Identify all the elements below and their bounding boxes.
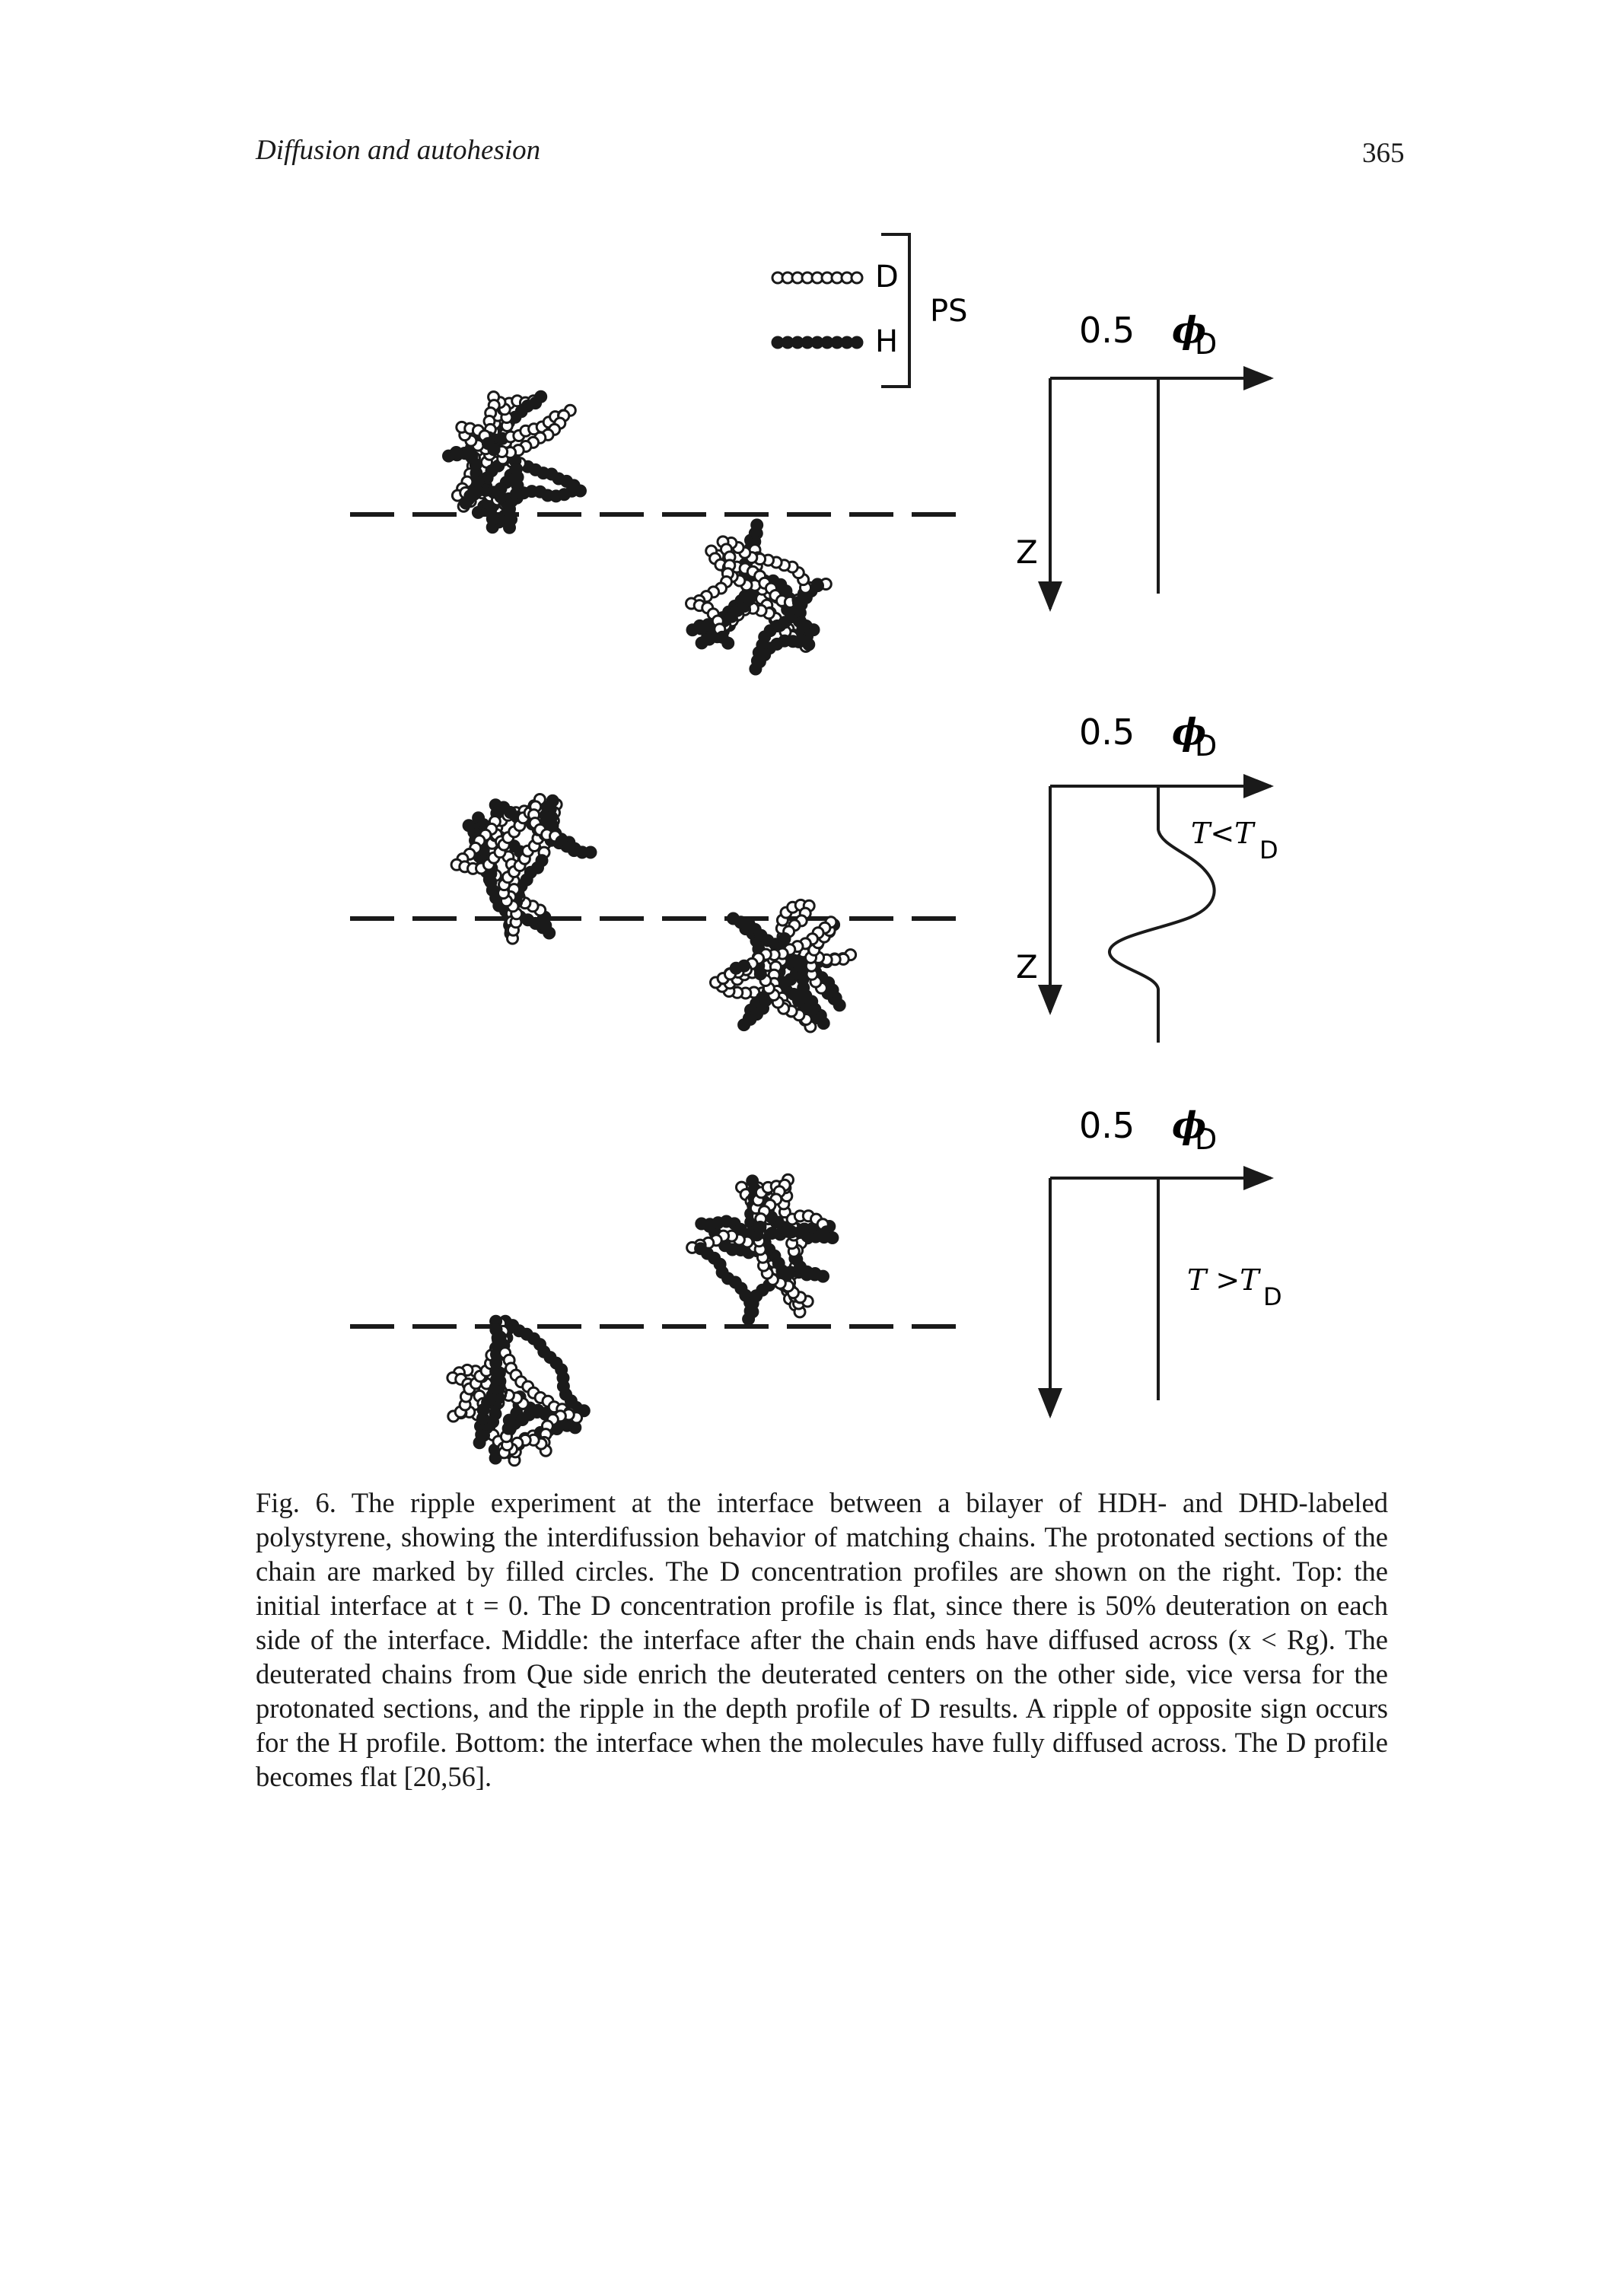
figure: D H PS 0.5 ϕ D Z 0.5 ϕ D Z T<T D 0.5 ϕ D <box>350 233 1282 1467</box>
profile-axis-value: 0.5 <box>1079 712 1135 753</box>
profile-axis-value: 0.5 <box>1079 1105 1135 1146</box>
figure-caption: Fig. 6. The ripple experiment at the int… <box>256 1487 1388 1792</box>
polymer-coil-middle-right <box>709 898 858 1033</box>
temperature-condition-subscript: D <box>1259 836 1278 865</box>
legend-d-chain <box>771 271 864 285</box>
profile-phi-subscript: D <box>1195 327 1217 361</box>
polymer-coil-top-right <box>685 518 833 676</box>
temperature-condition-label: T >T <box>1187 1263 1261 1297</box>
legend-d-label: D <box>875 260 899 295</box>
legend-h-label: H <box>875 324 898 359</box>
legend-bracket <box>881 233 911 388</box>
d-profile-ripple <box>1108 786 1216 1043</box>
profile-phi-symbol: ϕ <box>1172 309 1206 352</box>
running-title: Diffusion and autohesion <box>256 135 541 166</box>
profile-panel-top: 0.5 ϕ D Z <box>1016 309 1274 612</box>
polymer-coil-middle-left <box>450 793 597 945</box>
profile-phi-symbol: ϕ <box>1172 1104 1206 1147</box>
polymer-coil-bottom-left <box>446 1314 591 1467</box>
profile-phi-subscript: D <box>1195 729 1217 763</box>
temperature-condition-label: T<T <box>1191 817 1256 850</box>
polymer-coil-top-left <box>442 390 587 534</box>
polymer-coil-bottom-right <box>686 1173 839 1326</box>
profile-panel-bottom: 0.5 ϕ D T >T D <box>1038 1104 1282 1419</box>
legend-h-chain <box>771 336 864 349</box>
legend-ps-label: PS <box>930 294 968 329</box>
profile-phi-symbol: ϕ <box>1172 711 1206 753</box>
profile-axis-value: 0.5 <box>1079 310 1135 351</box>
temperature-condition-subscript: D <box>1263 1282 1282 1311</box>
profile-phi-subscript: D <box>1195 1123 1217 1156</box>
profile-z-label: Z <box>1016 533 1038 571</box>
profile-panel-middle: 0.5 ϕ D Z T<T D <box>1016 711 1278 1043</box>
profile-z-label: Z <box>1016 948 1038 986</box>
page-number: 365 <box>1362 138 1405 169</box>
legend: D H PS <box>771 233 968 388</box>
